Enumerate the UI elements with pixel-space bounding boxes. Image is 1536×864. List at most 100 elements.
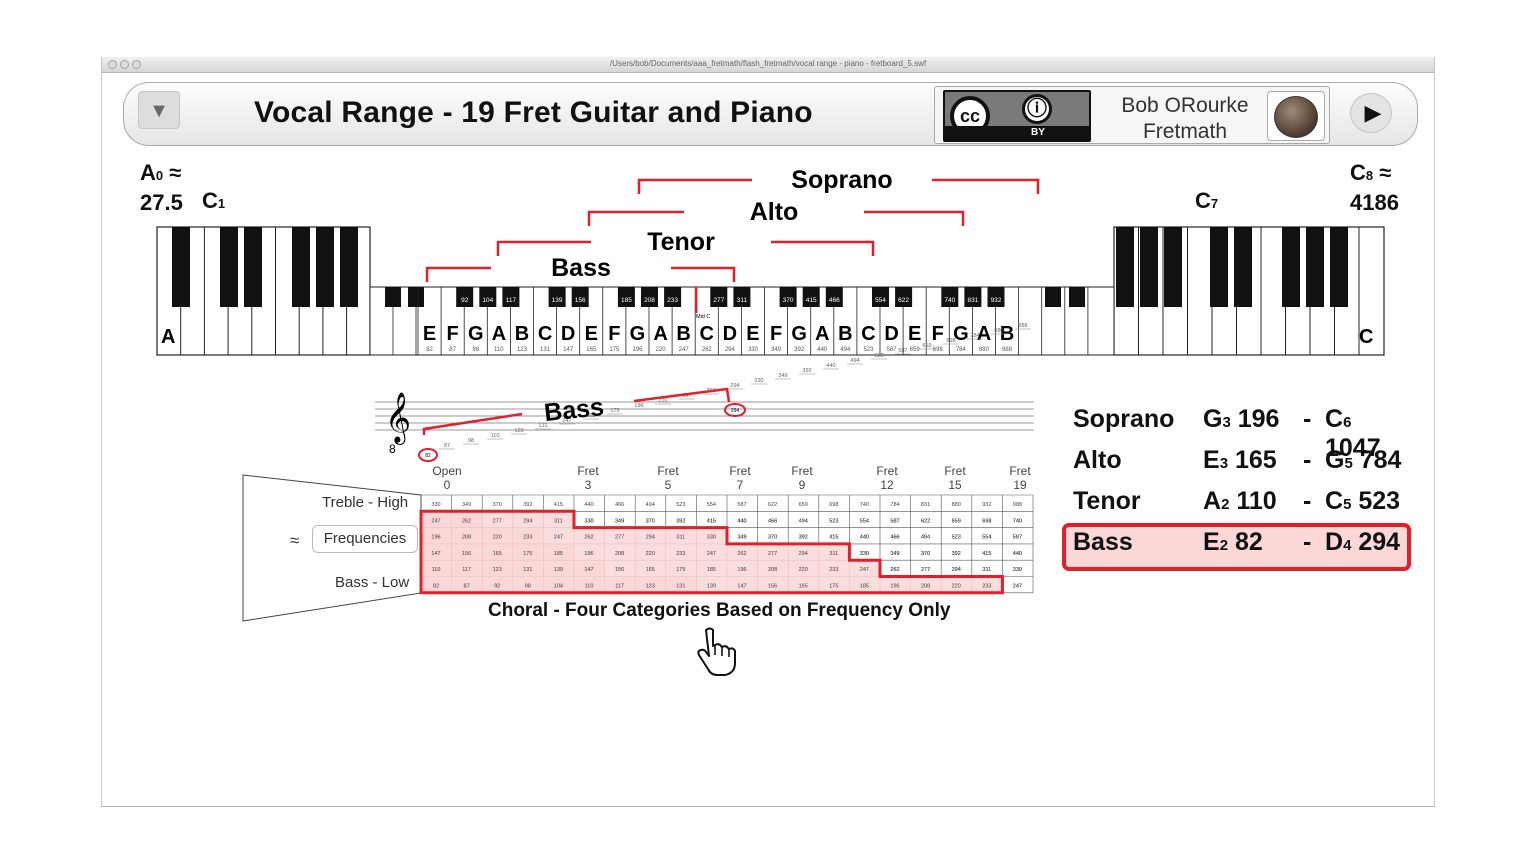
fret-marker-top: Fret	[791, 464, 813, 478]
piano-black-key	[548, 287, 566, 307]
fret-freq-cell-overlay: 294	[523, 518, 532, 524]
close-window-button[interactable]	[108, 60, 117, 69]
fret-freq-cell-overlay: 415	[707, 518, 716, 524]
alto-label: Alto	[750, 198, 799, 226]
fret-freq-cell: 587	[890, 518, 899, 524]
fretboard-caption: Choral - Four Categories Based on Freque…	[488, 600, 951, 621]
staff-freq-label: 87	[444, 443, 450, 449]
natural-freq-label: 220	[656, 347, 667, 353]
menu-button[interactable]: ▼	[138, 91, 180, 129]
treble-clef-icon: 𝄞	[385, 392, 411, 445]
fret-freq-cell: 392	[523, 502, 532, 508]
fret-freq-cell: 494	[799, 518, 808, 524]
a0-frequency: 27.5	[140, 190, 183, 215]
piano-left-section	[156, 226, 371, 356]
author-name[interactable]: Bob ORourke Fretmath	[1121, 94, 1249, 143]
piano-black-key	[292, 227, 310, 307]
fret-freq-cell-overlay: 330	[707, 535, 716, 541]
natural-freq-label: 147	[563, 347, 574, 353]
fret-freq-cell-overlay: 311	[982, 567, 991, 573]
fret-freq-cell-overlay: 247	[431, 518, 440, 524]
fret-freq-cell-overlay: 277	[493, 518, 502, 524]
fret-freq-cell: 740	[860, 502, 869, 508]
fret-freq-cell-overlay: 156	[462, 551, 471, 557]
piano-black-key	[641, 287, 658, 307]
fret-freq-cell: 523	[952, 535, 961, 541]
piano-black-key	[1330, 227, 1348, 307]
sharp-freq-label: 156	[575, 297, 586, 304]
fret-freq-cell-overlay: 233	[982, 584, 991, 590]
fret-freq-cell-overlay: 262	[890, 567, 899, 573]
fret-freq-cell: 349	[737, 535, 746, 541]
piano-black-key	[1140, 227, 1158, 307]
tenor-label: Tenor	[647, 228, 715, 256]
sharp-freq-label: 831	[967, 297, 978, 304]
natural-note-label: E	[585, 323, 598, 345]
fret-freq-cell-overlay: 147	[431, 551, 440, 557]
fret-freq-cell: 415	[554, 502, 563, 508]
zoom-window-button[interactable]	[132, 60, 141, 69]
fret-freq-cell: 622	[921, 518, 930, 524]
fret-freq-cell-overlay: 740	[1013, 518, 1022, 524]
fret-freq-cell-overlay: 523	[952, 535, 961, 541]
fret-freq-cell-overlay: 294	[799, 551, 808, 557]
fret-freq-cell: 277	[921, 567, 930, 573]
fret-freq-cell-overlay: 123	[646, 584, 655, 590]
bass-range-highlight[interactable]	[1062, 523, 1411, 571]
natural-note-label: D	[723, 323, 737, 345]
author-avatar[interactable]	[1267, 91, 1325, 141]
fret-freq-cell-overlay: 220	[493, 535, 502, 541]
fret-freq-cell-overlay: 494	[921, 535, 930, 541]
natural-freq-label: 440	[817, 347, 828, 353]
staff-freq-label: 123	[514, 428, 523, 434]
fret-freq-cell-overlay: 139	[554, 567, 563, 573]
sharp-freq-label: 233	[667, 297, 678, 304]
piano-black-key	[1210, 227, 1228, 307]
fret-freq-cell-overlay: 233	[676, 551, 685, 557]
fret-freq-cell-overlay: 247	[707, 551, 716, 557]
triangle-down-icon: ▼	[149, 100, 169, 122]
piano-black-key	[1164, 227, 1182, 307]
fret-freq-cell-overlay: 262	[584, 535, 593, 541]
fret-freq-cell-overlay: 554	[860, 518, 869, 524]
tenor-line-left	[496, 240, 591, 256]
bass-low-label: Bass - Low	[335, 574, 410, 591]
fret-freq-cell-overlay: 185	[707, 567, 716, 573]
middle-c-label: Mid C	[696, 314, 710, 320]
natural-freq-label: 880	[979, 347, 990, 353]
fret-freq-cell-overlay: 233	[523, 535, 532, 541]
fret-freq-cell: 659	[952, 518, 961, 524]
fret-freq-cell-overlay: 466	[768, 518, 777, 524]
piano-black-key	[733, 287, 751, 307]
fret-freq-cell-overlay: 165	[493, 551, 502, 557]
fret-marker-top: Open	[432, 464, 461, 478]
fret-freq-cell: 831	[921, 502, 930, 508]
play-button[interactable]: ▶	[1350, 93, 1392, 133]
fret-freq-cell: 440	[860, 535, 869, 541]
cc-by-badge[interactable]: cc ⓘ BY	[943, 90, 1091, 142]
piano-black-key	[479, 287, 497, 307]
natural-freq-label: 349	[771, 347, 782, 353]
staff-bass-line-left	[422, 412, 523, 435]
piano-black-key	[571, 287, 589, 307]
fret-marker-top: Fret	[729, 464, 751, 478]
app-window: /Users/bob/Documents/aaa_fretmath/flash_…	[101, 57, 1435, 807]
bass-region-outline	[419, 509, 1004, 595]
piano-black-key	[872, 287, 889, 307]
bass-line-left	[425, 266, 491, 282]
minimize-window-button[interactable]	[120, 60, 129, 69]
fret-freq-cell-overlay: 262	[737, 551, 746, 557]
frequencies-button[interactable]: Frequencies	[312, 525, 418, 553]
fret-freq-cell-overlay: 82	[433, 584, 439, 590]
fret-freq-cell: 740	[1013, 518, 1022, 524]
fret-freq-cell-overlay: 233	[829, 567, 838, 573]
fret-freq-cell-overlay: 131	[676, 584, 685, 590]
natural-freq-label: 131	[540, 347, 551, 353]
fret-freq-cell-overlay: 117	[462, 567, 471, 573]
fret-freq-cell-overlay: 196	[737, 567, 746, 573]
